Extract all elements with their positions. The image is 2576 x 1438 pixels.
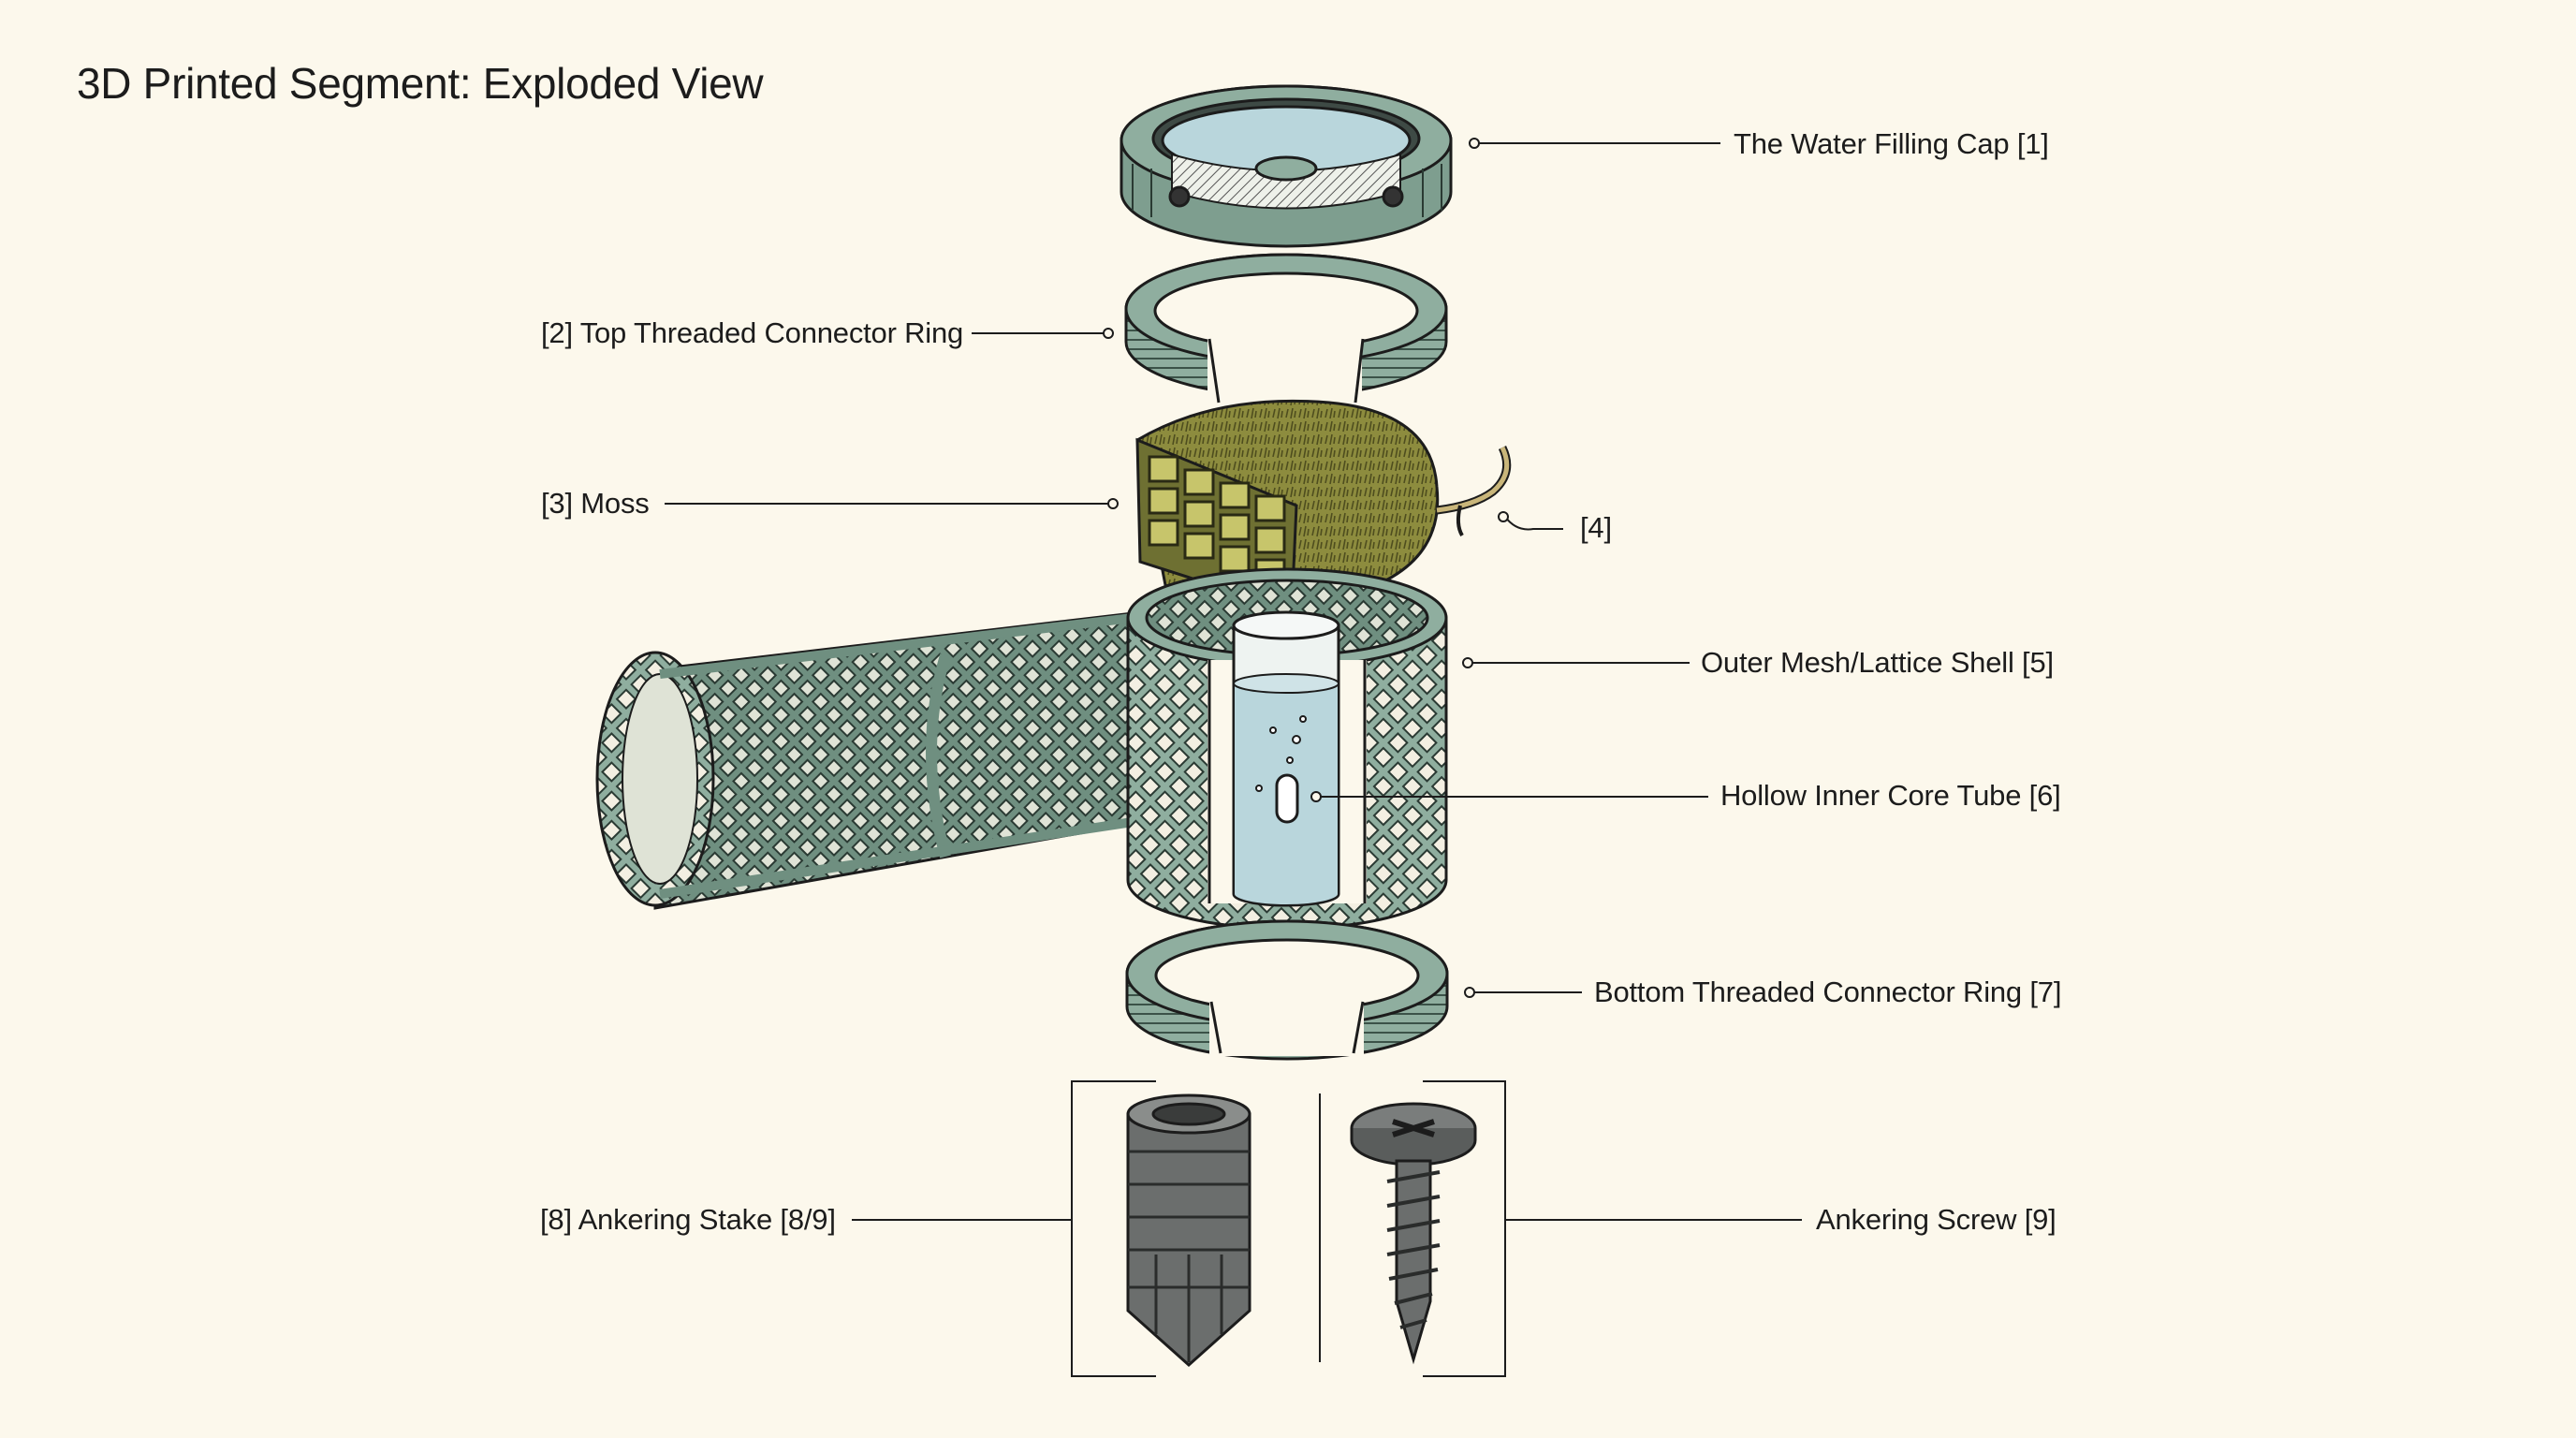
label-anchoring-stake: [8] Ankering Stake [8/9] [540, 1203, 836, 1236]
label-moss: [3] Moss [541, 487, 650, 520]
leader-dots [1103, 138, 1509, 998]
label-root: [4] [1580, 511, 1612, 544]
label-outer-mesh-lattice-shell: Outer Mesh/Lattice Shell [5] [1701, 646, 2054, 679]
bottom-threaded-connector-ring [1125, 919, 1449, 1061]
angled-mesh-tube [595, 611, 1134, 910]
hollow-inner-core-tube [1232, 610, 1340, 907]
label-anchoring-screw: Ankering Screw [9] [1816, 1203, 2056, 1236]
page-title: 3D Printed Segment: Exploded View [77, 59, 764, 108]
label-hollow-inner-core-tube: Hollow Inner Core Tube [6] [1720, 779, 2061, 812]
leader-lines [665, 142, 1802, 1377]
label-bottom-threaded-connector-ring: Bottom Threaded Connector Ring [7] [1594, 976, 2062, 1008]
moss-block [1135, 399, 1512, 613]
label-water-filling-cap: The Water Filling Cap [1] [1734, 127, 2049, 160]
anchoring-screw [1350, 1102, 1477, 1365]
label-top-threaded-connector-ring: [2] Top Threaded Connector Ring [541, 316, 964, 349]
water-filling-cap [1120, 84, 1453, 248]
top-threaded-connector-ring [1124, 253, 1448, 407]
anchoring-stake [1126, 1093, 1251, 1368]
